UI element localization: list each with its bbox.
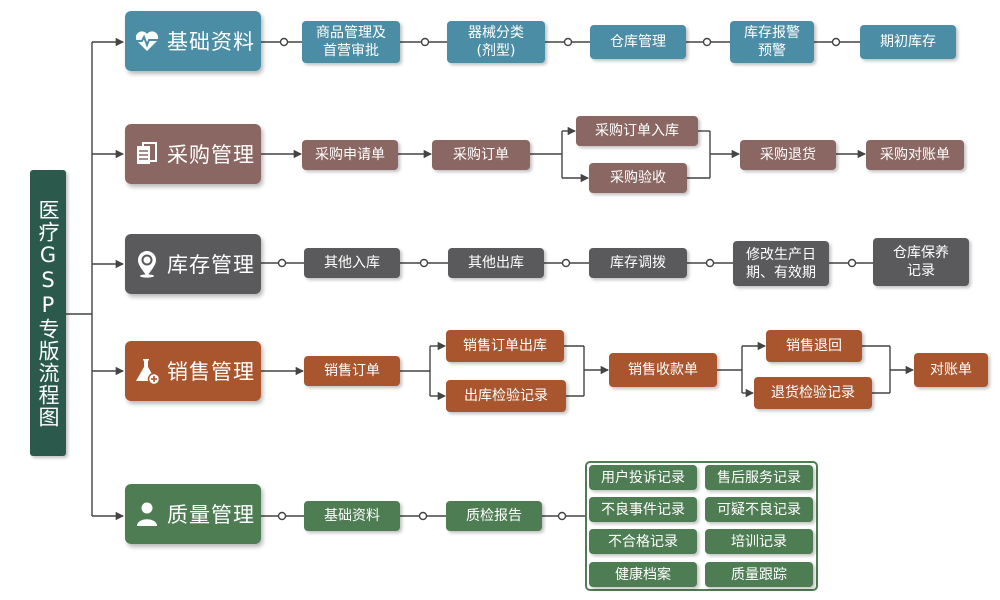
step-purchase-inspection: 采购验收 [589,163,687,193]
step-sales-receipt: 销售收款单 [609,353,717,387]
step-label: 采购验收 [610,170,666,186]
connector-dot [277,258,287,268]
step-label: 库存调拨 [610,255,666,271]
step-label: 销售订单 [324,363,380,379]
step-other-outbound: 其他出库 [448,248,544,278]
step-sales-return: 销售退回 [766,330,862,362]
record-label: 不良事件记录 [601,501,685,518]
step-label: 采购对账单 [880,147,950,163]
step-label: 采购退货 [760,147,816,163]
step-stock-alert: 库存报警 预警 [730,21,814,63]
step-purchase-statement: 采购对账单 [866,140,964,170]
step-product-approval: 商品管理及 首营审批 [302,21,400,63]
record-suspected-adverse: 可疑不良记录 [705,497,813,522]
person-icon [133,500,161,528]
step-label: 仓库保养 记录 [893,245,949,279]
record-health-file: 健康档案 [589,562,697,587]
heart-pulse-icon [133,27,161,55]
category-quality: 质量管理 [125,484,261,544]
step-return-inspection: 退货检验记录 [754,377,872,409]
step-label: 基础资料 [324,508,380,524]
step-label: 商品管理及 首营审批 [316,25,386,59]
connector-dot [705,258,715,268]
connector-dot [277,511,287,521]
connector-dot [557,511,567,521]
step-label: 对账单 [930,362,972,378]
record-label: 用户投诉记录 [601,469,685,486]
record-label: 可疑不良记录 [717,501,801,518]
step-label: 其他出库 [468,255,524,271]
category-purchase: 采购管理 [125,124,261,184]
record-adverse-event: 不良事件记录 [589,497,697,522]
step-label: 其他入库 [324,255,380,271]
location-pin-icon [133,250,161,278]
step-purchase-order: 采购订单 [432,140,530,170]
connector-dot [563,37,573,47]
step-opening-stock: 期初库存 [860,25,956,59]
record-training: 培训记录 [705,529,813,554]
category-inventory-label: 库存管理 [167,253,255,277]
category-sales: 销售管理 [125,341,261,401]
step-label: 仓库管理 [610,34,666,50]
step-label: 销售订单出库 [463,338,547,354]
category-purchase-label: 采购管理 [167,143,255,167]
step-statement: 对账单 [914,353,988,387]
step-other-inbound: 其他入库 [304,248,400,278]
step-label: 采购订单入库 [595,123,679,139]
step-sales-order: 销售订单 [304,356,400,386]
record-after-sales-service: 售后服务记录 [705,465,813,490]
diagram-title-text: 医疗GSP专版流程图 [36,198,60,428]
step-label: 修改生产日 期、有效期 [746,246,816,281]
record-nonconformity: 不合格记录 [589,529,697,554]
connector-dot [561,258,571,268]
record-label: 培训记录 [731,533,787,550]
category-quality-label: 质量管理 [167,503,255,527]
connector-dot [419,258,429,268]
step-stock-transfer: 库存调拨 [589,248,687,278]
connector-dot [420,37,430,47]
step-label: 退货检验记录 [771,385,855,401]
connector-dot [418,511,428,521]
step-label: 销售退回 [786,338,842,354]
connector-dot [279,37,289,47]
step-label: 销售收款单 [628,362,698,378]
connector-dot [831,37,841,47]
category-sales-label: 销售管理 [167,360,255,384]
step-purchase-request: 采购申请单 [302,140,398,170]
step-label: 采购订单 [453,147,509,163]
step-warehouse-management: 仓库管理 [590,25,686,59]
connector-dot [702,37,712,47]
step-sales-order-outbound: 销售订单出库 [446,330,564,362]
record-label: 不合格记录 [608,533,678,550]
record-label: 质量跟踪 [731,566,787,583]
diagram-title: 医疗GSP专版流程图 [30,170,66,456]
step-label: 采购申请单 [315,147,385,163]
category-inventory: 库存管理 [125,234,261,294]
category-basic-data: 基础资料 [125,11,261,71]
record-label: 售后服务记录 [717,469,801,486]
documents-icon [133,140,161,168]
step-quality-report: 质检报告 [446,501,542,531]
step-outbound-inspection: 出库检验记录 [446,380,566,412]
step-purchase-return: 采购退货 [740,140,836,170]
step-device-classification: 器械分类 (剂型) [447,21,545,63]
record-label: 健康档案 [615,566,671,583]
step-label: 出库检验记录 [464,388,548,404]
step-label: 器械分类 (剂型) [468,25,524,59]
record-customer-complaint: 用户投诉记录 [589,465,697,490]
record-quality-tracking: 质量跟踪 [705,562,813,587]
step-warehouse-maintenance: 仓库保养 记录 [873,238,969,286]
step-label: 期初库存 [880,34,936,50]
category-basic-data-label: 基础资料 [167,30,255,54]
flask-icon [133,357,161,385]
step-label: 库存报警 预警 [744,25,800,59]
connector-dot [847,258,857,268]
step-purchase-order-receipt: 采购订单入库 [576,116,698,146]
step-edit-production-date: 修改生产日 期、有效期 [733,241,829,286]
step-label: 质检报告 [466,508,522,524]
step-quality-basic-data: 基础资料 [304,501,400,531]
